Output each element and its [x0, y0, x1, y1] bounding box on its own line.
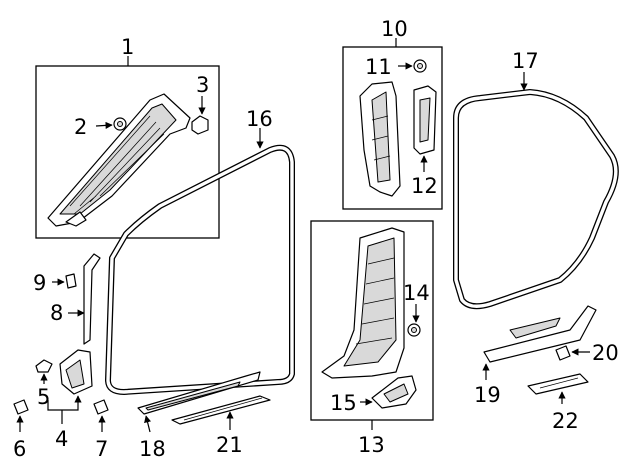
callout-15: 15: [330, 391, 357, 415]
callout-20: 20: [592, 341, 619, 365]
part-15-bracket: [371, 375, 417, 409]
part-1-upper-trim: [47, 93, 191, 227]
part-21-front-step-plate: [171, 395, 271, 425]
part-20-clip: [555, 345, 571, 361]
part-13-lower-pillar-trim: [321, 227, 405, 379]
callout-12: 12: [411, 174, 438, 198]
part-12-garnish: [413, 85, 437, 155]
callout-21: 21: [216, 433, 243, 457]
part-8-pillar-garnish: [83, 253, 101, 345]
part-17-rear-door-weatherstrip: [453, 89, 619, 310]
callout-16: 16: [246, 107, 273, 131]
part-14-clip: [407, 323, 421, 337]
part-3-clip: [191, 115, 209, 135]
callout-9: 9: [33, 271, 46, 295]
callout-1: 1: [121, 35, 134, 59]
callout-3: 3: [196, 73, 209, 97]
callout-18: 18: [139, 437, 166, 461]
part-22-rear-step-plate: [527, 373, 589, 395]
callout-8: 8: [50, 301, 63, 325]
group-box-10: [342, 46, 443, 210]
callout-2: 2: [74, 115, 87, 139]
callout-10: 10: [381, 17, 408, 41]
part-7-clip: [93, 399, 109, 415]
part-10-pillar-trim: [359, 81, 401, 197]
part-19-rear-scuff-plate: [483, 305, 597, 363]
callout-19: 19: [474, 383, 501, 407]
part-18-front-scuff-plate: [137, 371, 261, 415]
part-2-clip: [113, 117, 127, 131]
callout-11: 11: [365, 55, 392, 79]
part-5-clip: [35, 359, 53, 373]
callout-22: 22: [552, 409, 579, 433]
part-6-clip: [13, 399, 29, 415]
callout-7: 7: [95, 437, 108, 461]
callout-5: 5: [37, 385, 50, 409]
part-16-front-door-weatherstrip: [105, 144, 295, 395]
part-9-clip: [65, 273, 77, 289]
callout-4: 4: [55, 427, 68, 451]
callout-13: 13: [358, 433, 385, 457]
part-11-clip: [413, 59, 427, 73]
leader-lines: [16, 38, 590, 433]
part-4-bracket: [59, 349, 93, 395]
callout-17: 17: [512, 49, 539, 73]
callout-14: 14: [403, 281, 430, 305]
callout-6: 6: [13, 437, 26, 461]
